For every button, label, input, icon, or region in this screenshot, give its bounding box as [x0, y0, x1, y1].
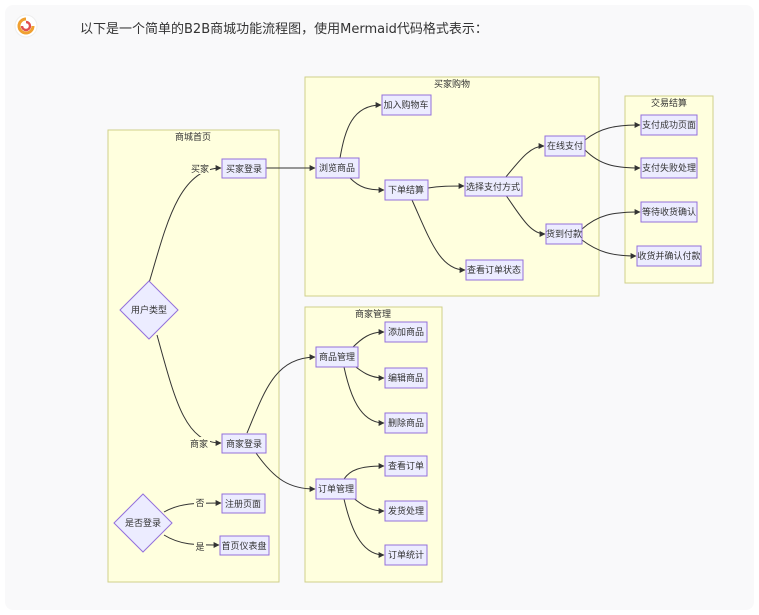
edge-cod-confirm: [581, 239, 637, 259]
node-view-order-status[interactable]: 查看订单状态: [465, 259, 524, 281]
node-user-type[interactable]: 用户类型: [119, 280, 179, 340]
edge-placeorder-choosepay: [427, 183, 465, 190]
node-register[interactable]: 注册页面: [221, 493, 266, 514]
node-add-product[interactable]: 添加商品: [384, 321, 428, 343]
edge-islogin-register: [163, 500, 222, 513]
node-delete-product[interactable]: 删除商品: [384, 412, 428, 434]
edge-sellerlogin-productmgmt: [246, 354, 316, 434]
node-dashboard[interactable]: 首页仪表盘: [219, 535, 270, 556]
node-confirm-receive-pay[interactable]: 收货并确认付款: [636, 245, 702, 267]
edge-label-no: 否: [194, 496, 206, 509]
node-product-mgmt-label: 商品管理: [319, 351, 355, 363]
assistant-logo-icon: [14, 14, 38, 38]
node-place-order[interactable]: 下单结算: [384, 179, 429, 201]
edge-choosepay-onlinepay: [504, 143, 545, 179]
edge-label-yes-text: 是: [195, 542, 204, 553]
edge-label-no-text: 否: [195, 498, 204, 509]
edge-sellerlogin-ordermgmt: [255, 452, 316, 492]
node-pay-success[interactable]: 支付成功页面: [640, 114, 698, 136]
node-await-confirm-label: 等待收货确认: [642, 206, 696, 218]
edge-label-seller: 商家: [188, 437, 210, 450]
node-buyer-login-label: 买家登录: [226, 163, 262, 175]
node-await-confirm[interactable]: 等待收货确认: [640, 201, 698, 223]
node-delete-product-label: 删除商品: [388, 417, 424, 429]
node-cod[interactable]: 货到付款: [545, 223, 583, 245]
edge-label-buyer-text: 买家: [191, 163, 209, 175]
edge-productmgmt-add: [351, 329, 385, 349]
edge-productmgmt-delete: [343, 366, 385, 426]
node-edit-product-label: 编辑商品: [388, 372, 424, 384]
edge-islogin-dashboard: [163, 534, 220, 548]
node-order-mgmt[interactable]: 订单管理: [315, 478, 357, 500]
node-dashboard-label: 首页仪表盘: [221, 540, 266, 552]
edge-label-buyer: 买家: [190, 162, 210, 175]
node-add-product-label: 添加商品: [388, 326, 424, 338]
node-ship-label: 发货处理: [388, 505, 424, 517]
node-pay-fail[interactable]: 支付失败处理: [640, 157, 698, 179]
node-add-cart-label: 加入购物车: [383, 99, 428, 111]
node-view-orders-label: 查看订单: [388, 460, 424, 472]
node-online-pay[interactable]: 在线支付: [544, 135, 586, 157]
node-register-label: 注册页面: [225, 498, 261, 510]
node-pay-success-label: 支付成功页面: [642, 119, 696, 131]
edge-cod-await: [581, 209, 641, 230]
node-choose-payment[interactable]: 选择支付方式: [464, 176, 523, 197]
node-confirm-receive-pay-label: 收货并确认付款: [637, 250, 700, 262]
edge-browse-placeorder: [349, 177, 385, 193]
node-edit-product[interactable]: 编辑商品: [384, 367, 428, 389]
edge-ordermgmt-view: [343, 463, 385, 480]
edge-browse-addcart: [339, 102, 382, 159]
node-view-order-status-label: 查看订单状态: [467, 264, 521, 276]
node-pay-fail-label: 支付失败处理: [642, 162, 696, 174]
edge-onlinepay-fail: [584, 149, 641, 171]
node-view-orders[interactable]: 查看订单: [384, 455, 428, 477]
edge-placeorder-vieworder: [411, 199, 466, 273]
edge-onlinepay-success: [584, 122, 641, 141]
node-is-logged-in-label: 是否登录: [125, 518, 161, 529]
node-cod-label: 货到付款: [546, 228, 582, 240]
node-seller-login-label: 商家登录: [226, 438, 262, 450]
edge-ordermgmt-stats: [343, 498, 385, 558]
node-place-order-label: 下单结算: [388, 184, 424, 196]
node-user-type-label: 用户类型: [131, 304, 167, 316]
edge-label-yes: 是: [194, 540, 206, 553]
node-browse[interactable]: 浏览商品: [315, 157, 360, 179]
cluster-seller-label: 商家管理: [355, 308, 391, 320]
node-order-mgmt-label: 订单管理: [318, 483, 354, 495]
node-buyer-login[interactable]: 买家登录: [221, 158, 267, 179]
node-ship[interactable]: 发货处理: [384, 500, 428, 522]
edge-choosepay-cod: [504, 193, 546, 237]
node-browse-label: 浏览商品: [319, 162, 355, 174]
node-product-mgmt[interactable]: 商品管理: [315, 346, 359, 368]
cluster-buyer-label: 买家购物: [434, 78, 470, 90]
cluster-trade-label: 交易结算: [651, 97, 687, 109]
node-order-stats-label: 订单统计: [388, 549, 424, 561]
node-seller-login[interactable]: 商家登录: [221, 433, 267, 454]
node-order-stats[interactable]: 订单统计: [384, 544, 428, 566]
node-choose-payment-label: 选择支付方式: [466, 181, 520, 193]
cluster-home-label: 商城首页: [175, 131, 211, 143]
edge-label-seller-text: 商家: [190, 438, 208, 450]
node-online-pay-label: 在线支付: [547, 140, 583, 152]
assistant-message: 以下是一个简单的B2B商城功能流程图，使用Mermaid代码格式表示：: [80, 22, 488, 37]
node-is-logged-in[interactable]: 是否登录: [113, 493, 173, 553]
node-add-cart[interactable]: 加入购物车: [381, 94, 432, 116]
